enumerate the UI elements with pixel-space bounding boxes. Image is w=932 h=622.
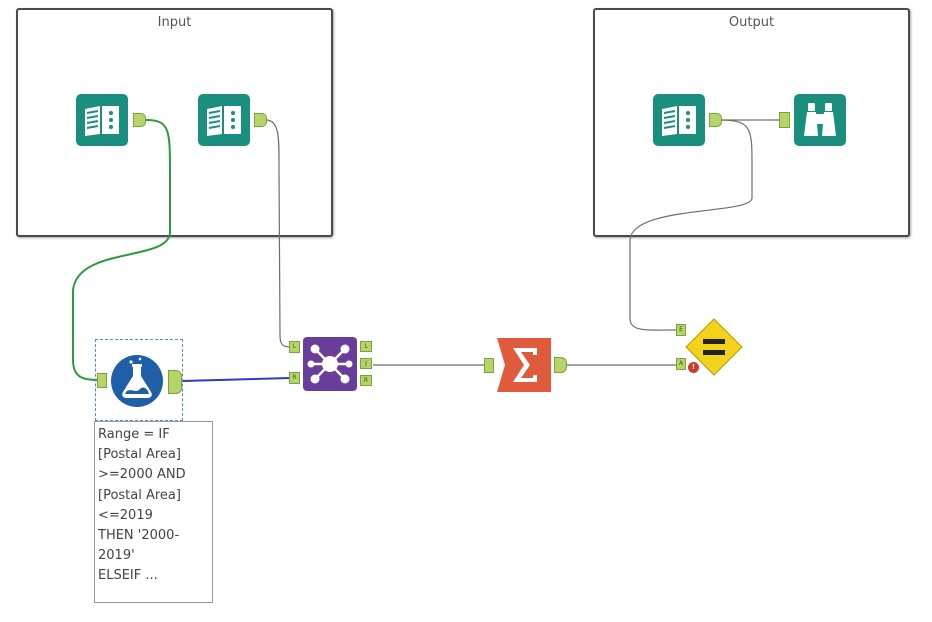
output-container-title: Output [728,15,775,30]
test-error-icon: ! [688,362,699,373]
join-left-output-anchor[interactable]: L [360,341,372,352]
formula-input-anchor[interactable] [97,373,107,388]
flask-icon [111,355,163,407]
connection-input2-join-left[interactable] [265,119,291,348]
connection-input1-formula[interactable] [72,119,171,381]
book-icon [198,94,250,146]
formula-annotation: Range = IF [Postal Area] >=2000 AND [Pos… [94,421,213,603]
output-data-tool[interactable] [653,94,705,150]
connection-output-test-expected[interactable] [629,119,753,331]
browse-tool[interactable] [794,94,846,150]
browse-input-anchor[interactable] [779,112,790,128]
summarize-input-anchor[interactable] [484,358,494,373]
input-container[interactable]: Input [16,8,333,237]
summarize-output-anchor[interactable] [554,357,567,373]
test-tool[interactable] [684,317,744,381]
sigma-icon [497,338,551,392]
output-data-output-anchor[interactable] [709,113,722,127]
join-right-input-anchor[interactable]: R [289,372,300,384]
formula-output-anchor[interactable] [168,370,182,394]
input-data-1-output-anchor[interactable] [133,113,146,127]
join-left-input-anchor[interactable]: L [289,341,300,353]
book-icon [76,94,128,146]
join-join-output-anchor[interactable]: J [360,358,372,369]
formula-selection-box [95,339,183,421]
input-data-tool-1[interactable] [76,94,128,150]
book-icon [653,94,705,146]
test-actual-input-anchor[interactable]: A [676,358,686,370]
input-container-title: Input [157,15,192,30]
binoculars-icon [794,94,846,146]
summarize-tool[interactable] [497,338,551,396]
equals-icon [685,318,743,376]
connection-formula-join-right[interactable] [181,377,291,382]
formula-tool[interactable] [110,354,164,412]
join-right-output-anchor[interactable]: R [360,375,372,386]
input-data-tool-2[interactable] [198,94,250,150]
join-icon [303,337,357,391]
test-expected-input-anchor[interactable]: E [676,324,686,336]
input-data-2-output-anchor[interactable] [254,113,267,127]
join-tool[interactable] [303,337,357,395]
